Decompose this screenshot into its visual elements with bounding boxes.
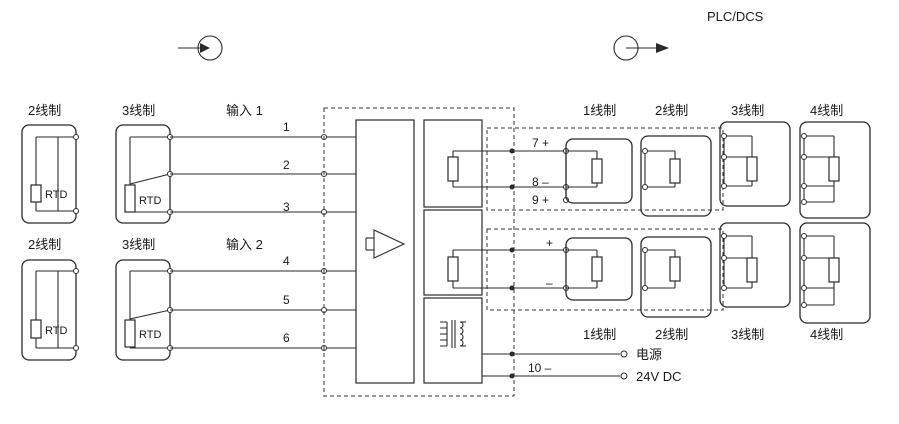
output-bus-2 [486, 228, 724, 311]
label-3-wire-out-bottom: 3线制 [731, 327, 764, 342]
label-input-1: 输入 1 [226, 103, 263, 118]
label-2-wire-out-bottom: 2线制 [655, 327, 688, 342]
label-4-wire-out-top: 4线制 [810, 103, 843, 118]
transmitter-enclosure [323, 107, 515, 397]
label-3-wire-top: 3线制 [122, 103, 155, 118]
terminal-10: 10 – [528, 361, 552, 375]
power-label: 电源 [636, 347, 662, 362]
input-processing-block [355, 119, 415, 384]
power-block [423, 297, 483, 384]
label-1-wire-bottom: 1线制 [583, 327, 616, 342]
device-4-wire-top [799, 121, 871, 219]
rtd-label: RTD [139, 195, 161, 207]
input-wires [170, 134, 356, 351]
plc-dcs-title: PLC/DCS [707, 9, 764, 24]
terminal-6: 6 [283, 331, 290, 345]
rtd-2-wire-bottom: RTD [21, 259, 79, 361]
amplifier-icon [365, 229, 406, 259]
transformer-icon [440, 320, 466, 348]
input-arrow-icon [178, 35, 223, 61]
label-3-wire-out-top: 3线制 [731, 103, 764, 118]
rtd-label: RTD [45, 325, 67, 337]
rtd-3-wire-bottom: RTD [115, 259, 173, 361]
rtd-label: RTD [45, 189, 67, 201]
device-1-wire-bottom [565, 237, 633, 301]
device-1-wire-top [565, 138, 633, 204]
output-bus-1 [486, 127, 724, 211]
device-2-wire-bottom [640, 236, 712, 318]
device-2-wire-top [640, 135, 712, 217]
label-2-wire-top: 2线制 [28, 103, 61, 118]
device-3-wire-top [719, 121, 791, 207]
terminal-3: 3 [283, 200, 290, 214]
label-2-wire-bottom: 2线制 [28, 237, 61, 252]
terminal-2: 2 [283, 158, 290, 172]
label-3-wire-bottom: 3线制 [122, 237, 155, 252]
output-arrow-icon [613, 35, 669, 61]
rtd-2-wire-top: RTD [21, 124, 79, 224]
label-2-wire-out-top: 2线制 [655, 103, 688, 118]
power-voltage: 24V DC [636, 369, 682, 384]
terminal-8: 8 – [532, 175, 549, 189]
terminal-minus: – [546, 276, 553, 290]
power-wiring [482, 350, 628, 380]
terminal-7: 7 + [532, 136, 549, 150]
rtd-3-wire-top: RTD [115, 124, 173, 224]
label-4-wire-out-bottom: 4线制 [810, 327, 843, 342]
label-input-2: 输入 2 [226, 237, 263, 252]
device-3-wire-bottom [719, 222, 791, 308]
device-4-wire-bottom [799, 222, 871, 324]
label-1-wire-top: 1线制 [583, 103, 616, 118]
terminal-4: 4 [283, 254, 290, 268]
terminal-1: 1 [283, 120, 290, 134]
rtd-label: RTD [139, 329, 161, 341]
terminal-plus: + [546, 236, 553, 250]
terminal-5: 5 [283, 293, 290, 307]
output-2-wiring [452, 247, 569, 291]
terminal-9: 9 + [532, 193, 549, 207]
